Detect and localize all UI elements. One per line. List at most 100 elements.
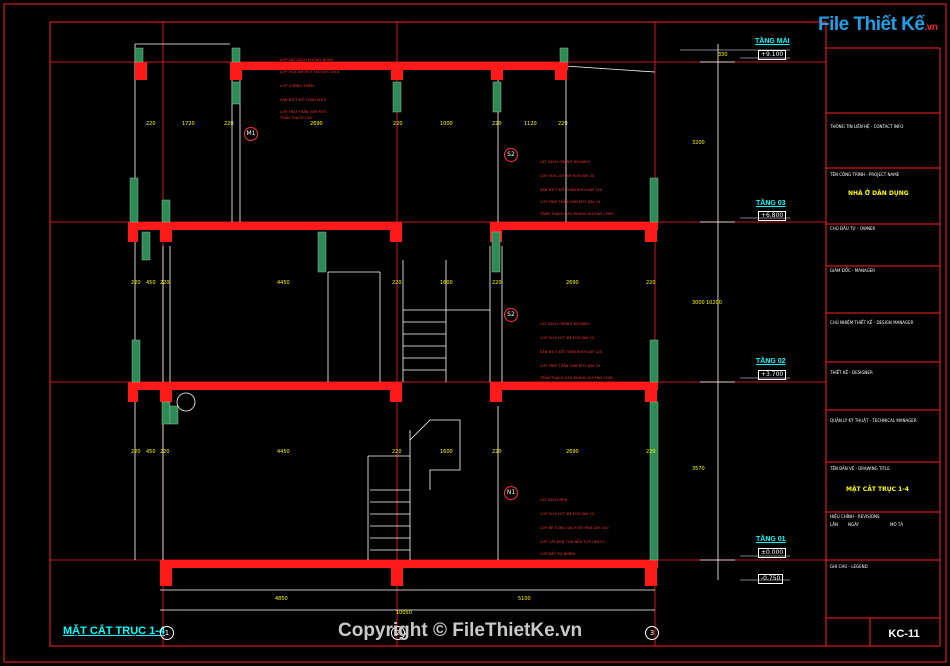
brand-suffix: .vn xyxy=(924,22,938,33)
dim-f3-7: 2690 xyxy=(566,280,579,286)
dim-top-3: 2690 xyxy=(310,121,323,127)
dim-f3-2: 220 xyxy=(160,280,170,286)
dim-f2-1: 450 xyxy=(146,449,156,455)
room-tag-s2-lower: S2 xyxy=(504,308,518,322)
dim-total: 10050 xyxy=(396,610,412,616)
brick-walls xyxy=(129,47,659,561)
dim-top-7: 1120 xyxy=(524,121,537,127)
note-n1-4: LỚP ĐẤT TỰ NHIÊN xyxy=(540,552,576,556)
note-m1-1: LỚP VỮA XM M75 TẠO DỐC VỮA xyxy=(280,70,340,74)
column-detail xyxy=(176,392,196,412)
tb-designer: THIẾT KẾ - DESIGNER xyxy=(830,370,873,375)
note-m1-2: LỚP CHỐNG THẤM xyxy=(280,84,314,88)
dim-f3-1: 450 xyxy=(146,280,156,286)
section-title: MẶT CẮT TRỤC 1-4 xyxy=(63,625,166,637)
dim-top-6: 220 xyxy=(492,121,502,127)
copyright-watermark: Copyright © FileThietKe.vn xyxy=(338,620,583,641)
dim-f3-3: 4450 xyxy=(277,280,290,286)
dim-f3-0: 220 xyxy=(131,280,141,286)
level-lines xyxy=(680,49,790,581)
note-s2b-2: SÀN BTCT ĐỔ TOÀN KHỐI DÀY 120 xyxy=(540,350,603,354)
dim-f3-4: 220 xyxy=(392,280,402,286)
note-n1-3: LỚP CÁT ĐEN TÔN NỀN TƯỚI NƯỚC xyxy=(540,540,606,544)
dim-top-2: 220 xyxy=(224,121,234,127)
level-elev-roof: +9.100 xyxy=(758,50,787,60)
room-tag-s2-upper: S2 xyxy=(504,148,518,162)
tb-legend: GHI CHÚ - LEGEND xyxy=(830,564,868,569)
dim-f2-7: 2690 xyxy=(566,449,579,455)
dim-bottom-1: 5100 xyxy=(518,596,531,602)
note-m1-0: LỚP LÁT GẠCH CHỐNG NÓNG xyxy=(280,58,334,62)
level-name-3: TẦNG 03 xyxy=(756,200,786,207)
note-s2a-4: TRẦN THẠCH CAO KHUNG XƯƠNG CHÌM xyxy=(540,212,613,216)
note-s2a-1: LỚP VỮA LÓT XM M75 DÀY 20 xyxy=(540,174,595,178)
tb-drawing-title: MẶT CẮT TRỤC 1-4 xyxy=(846,486,909,493)
note-n1-1: LỚP VỮA LÓT XM M75 DÀY 20 xyxy=(540,512,595,516)
tb-revision: HIỆU CHỈNH - REVISIONS xyxy=(830,514,880,519)
note-m1-4: LỚP TRÁT TRẦN VXM M75 xyxy=(280,110,327,114)
level-elev-3: +6.800 xyxy=(758,211,787,221)
dim-vert-0: 3200 xyxy=(692,140,705,146)
tb-manager: GIÁM ĐỐC - MANAGER xyxy=(830,268,876,273)
dim-bottom-0: 4850 xyxy=(275,596,288,602)
dim-top-1: 1720 xyxy=(182,121,195,127)
level-elev-2: +3.700 xyxy=(758,370,787,380)
dim-f2-2: 220 xyxy=(160,449,170,455)
brand-logo: File Thiết Kế.vn xyxy=(818,14,938,36)
dim-f3-6: 220 xyxy=(492,280,502,286)
dim-f2-8: 220 xyxy=(646,449,656,455)
tb-rev-col-2: MÔ TẢ xyxy=(890,522,904,527)
note-s2b-0: LÁT GẠCH GRANIT 600x600 xyxy=(540,322,590,326)
sheet-number: KC-11 xyxy=(888,628,920,640)
brand-name: File Thiết Kế xyxy=(818,14,925,35)
tb-project-info: THÔNG TIN LIÊN HỆ - CONTACT INFO xyxy=(830,124,904,129)
level-name-roof: TẦNG MÁI xyxy=(755,38,790,45)
note-n1-2: LỚP BÊ TÔNG GẠCH VỠ M50 DÀY 100 xyxy=(540,526,609,530)
room-tag-m1: M1 xyxy=(244,127,258,141)
note-n1-0: LÁT GẠCH MEN xyxy=(540,498,568,502)
axis-bubble-1: 1 xyxy=(160,626,174,640)
note-s2a-0: LÁT GẠCH GRANIT 600x600 xyxy=(540,160,590,164)
note-s2b-1: LỚP VỮA LÓT XM M75 DÀY 20 xyxy=(540,336,595,340)
dim-f2-3: 4450 xyxy=(277,449,290,455)
dim-top-8: 220 xyxy=(558,121,568,127)
level-name-2: TẦNG 02 xyxy=(756,358,786,365)
level-name-1: TẦNG 01 xyxy=(756,536,786,543)
dim-f2-5: 1600 xyxy=(440,449,453,455)
note-m1-5: TRẦN THẠCH CAO xyxy=(280,116,313,120)
note-s2b-3: LỚP TRÁT TRẦN VXM M75 DÀY 15 xyxy=(540,364,601,368)
sheet-frame xyxy=(3,3,947,663)
dim-top-4: 220 xyxy=(393,121,403,127)
axis-bubble-2: 2 xyxy=(391,626,405,640)
tb-drawing-label: TÊN BẢN VẼ - DRAWING TITLE xyxy=(830,466,890,471)
dim-f3-5: 1600 xyxy=(440,280,453,286)
room-tag-n1: N1 xyxy=(504,486,518,500)
note-s2b-4: TRẦN THẠCH CAO KHUNG XƯƠNG CHÌM xyxy=(540,376,613,380)
dim-vert-total: 10200 xyxy=(706,300,722,306)
dim-vert-parapet: 330 xyxy=(718,52,728,58)
dim-vert-3: 3570 xyxy=(692,466,705,472)
axis-bubble-3: 3 xyxy=(645,626,659,640)
note-s2a-3: LỚP TRÁT TRẦN VXM M75 DÀY 15 xyxy=(540,200,601,204)
tb-project-label: TÊN CÔNG TRÌNH - PROJECT NAME xyxy=(830,172,900,177)
level-elev-ground: -0.750 xyxy=(758,574,784,584)
title-block xyxy=(825,47,941,647)
tb-design-manager: CHỦ NHIỆM THIẾT KẾ - DESIGN MANAGER xyxy=(830,320,914,325)
tb-rev-col-1: NGÀY xyxy=(848,522,859,527)
dim-top-0: 220 xyxy=(146,121,156,127)
tb-owner: CHỦ ĐẦU TƯ - OWNER xyxy=(830,226,876,231)
tb-rev-col-0: LẦN xyxy=(830,522,838,527)
level-elev-1: ±0.000 xyxy=(758,548,787,558)
dim-f2-4: 220 xyxy=(392,449,402,455)
section-lines xyxy=(134,43,735,611)
concrete-elements xyxy=(128,62,658,586)
tb-project-name: NHÀ Ở DÂN DỤNG xyxy=(848,190,909,197)
dim-f3-8: 220 xyxy=(646,280,656,286)
note-s2a-2: SÀN BTCT ĐỔ TOÀN KHỐI DÀY 120 xyxy=(540,188,603,192)
note-m1-3: SÀN BTCT ĐỔ TOÀN KHỐI xyxy=(280,98,326,102)
dim-f2-6: 220 xyxy=(492,449,502,455)
dim-f2-0: 220 xyxy=(131,449,141,455)
dim-vert-1: 3000 xyxy=(692,300,705,306)
tb-technical-manager: QUẢN LÝ KỸ THUẬT - TECHNICAL MANAGER xyxy=(830,418,917,423)
